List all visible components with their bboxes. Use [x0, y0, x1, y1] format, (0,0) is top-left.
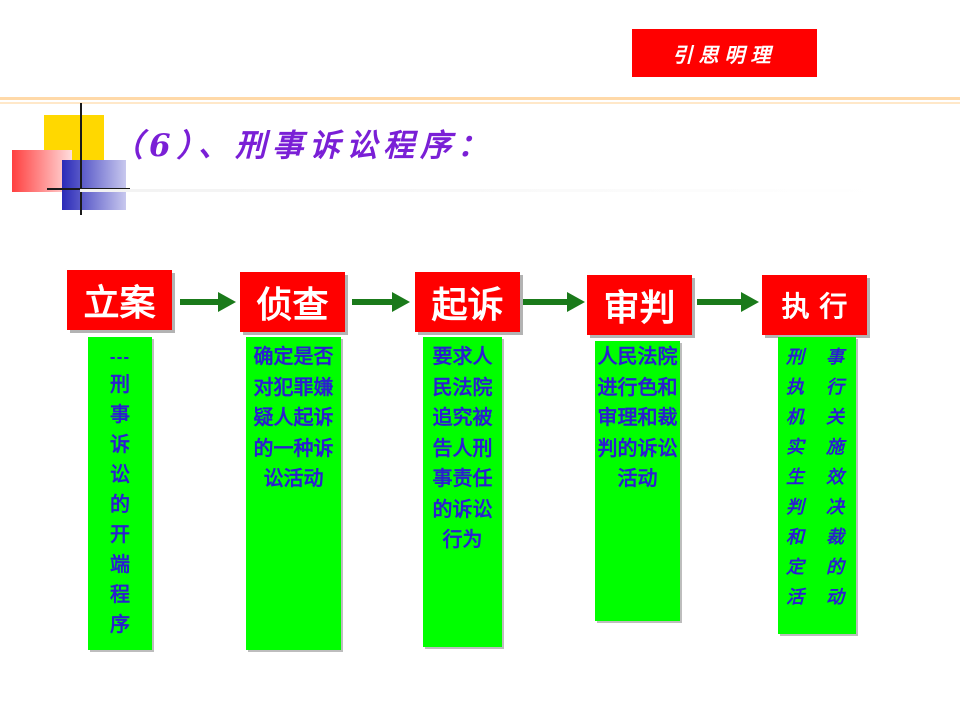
step-head-label: 审判 [603, 288, 676, 329]
step-head-label: 执 行 [781, 290, 848, 323]
step-description: 要求人民法院追究被告人刑事责任的诉讼行为 [432, 344, 493, 551]
step-description: 确定是否对犯罪嫌疑人起诉的一种诉讼活动 [253, 344, 334, 490]
step-head-prosecution: 起诉 [415, 272, 520, 332]
header-rule [0, 97, 960, 100]
title-underline [80, 189, 880, 192]
step-body-prosecution: 要求人民法院追究被告人刑事责任的诉讼行为 [423, 337, 502, 647]
step-description: 人民法院进行色和审理和裁判的诉讼活动 [597, 344, 678, 490]
step-head-label: 侦查 [256, 285, 329, 326]
step-head-label: 立案 [83, 283, 156, 324]
step-body-filing: --- 刑 事 诉 讼 的 开 端 程 序 [88, 337, 152, 650]
slide-title: （6）、刑事诉讼程序： [112, 127, 495, 164]
right-arrow-icon [352, 292, 410, 312]
decor-blue-square [62, 160, 126, 210]
step-body-investigation: 确定是否对犯罪嫌疑人起诉的一种诉讼活动 [246, 337, 341, 650]
right-arrow-icon [180, 292, 236, 312]
step-body-execution: 事 行 关 施 效 决 裁 的 动 [778, 337, 856, 634]
right-arrow-icon [523, 292, 585, 312]
step-head-filing: 立案 [67, 270, 172, 330]
step-head-trial: 审判 [587, 275, 692, 335]
step-head-investigation: 侦查 [240, 272, 345, 332]
step-head-label: 起诉 [431, 285, 504, 326]
execution-text-column-right: 事 行 关 施 效 决 裁 的 动 [826, 347, 844, 608]
header-rule-light [0, 102, 960, 104]
step-head-execution: 执 行 [762, 275, 867, 335]
decor-vertical-line [80, 103, 82, 215]
execution-text-column-left: 刑 执 机 实 生 判 和 定 活 [786, 347, 804, 608]
header-badge: 引思明理 [632, 29, 817, 77]
dash-marker: --- [109, 350, 131, 366]
right-arrow-icon [697, 292, 759, 312]
step-body-trial: 人民法院进行色和审理和裁判的诉讼活动 [595, 341, 680, 621]
